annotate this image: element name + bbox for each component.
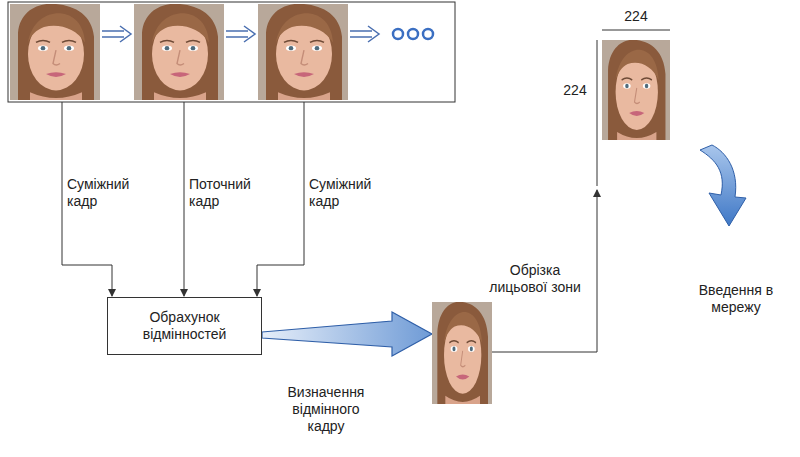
annotation-label: Суміжний кадр: [309, 176, 381, 210]
annotation-label: 224: [558, 82, 592, 99]
annotation-label: 224: [611, 8, 661, 25]
annotation-label: Введення в мережу: [690, 282, 782, 316]
annotation-label: Поточний кадр: [189, 176, 261, 210]
annotation-label: Суміжний кадр: [67, 176, 139, 210]
process-box: Обрахунок відмінностей: [107, 297, 262, 355]
annotation-label: Визначення відмінного кадру: [278, 384, 374, 435]
annotation-label: Обрізка лицьової зони: [482, 262, 588, 296]
box-text: Обрахунок відмінностей: [116, 309, 253, 343]
